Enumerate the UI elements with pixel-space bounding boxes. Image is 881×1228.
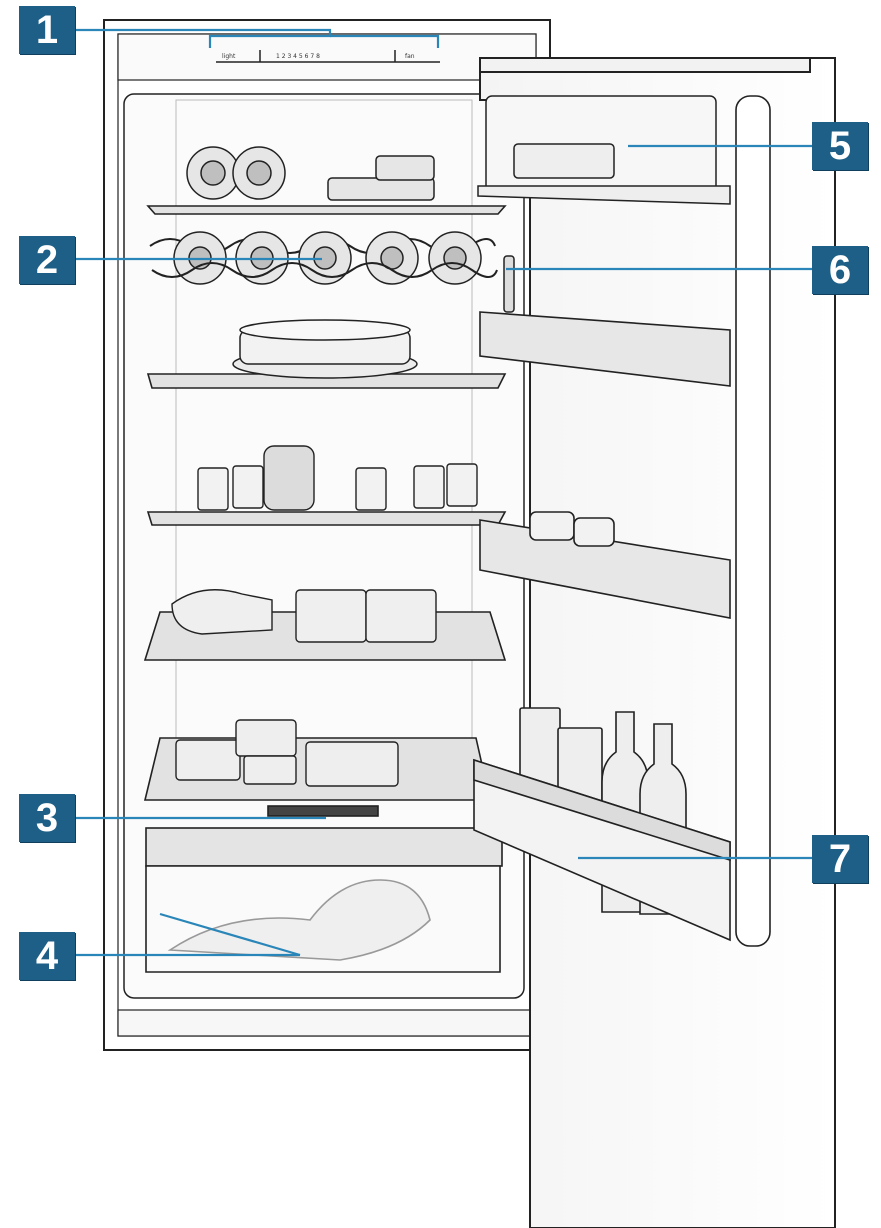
control-panel-scale: 1 2 3 4 5 6 7 8 — [276, 53, 320, 60]
callout-1: 1 — [19, 6, 75, 54]
shelf-3 — [146, 511, 507, 526]
door-bottle-shelf — [473, 707, 731, 942]
door-light — [503, 255, 515, 313]
callout-6: 6 — [812, 246, 868, 294]
shelf-5-items — [175, 719, 399, 787]
leader-line-4b — [159, 912, 301, 957]
callout-4: 4 — [19, 932, 75, 980]
control-panel-light-label: light — [222, 53, 236, 60]
fridge-door — [479, 57, 836, 1228]
shelf-4-items — [171, 589, 437, 643]
shelf-top — [146, 205, 507, 215]
shelf-3-items — [197, 445, 478, 511]
door-butter-compartment — [477, 95, 731, 205]
control-panel-fan-label: fan — [405, 53, 415, 60]
door-shelves — [479, 311, 731, 619]
cake-container — [232, 319, 418, 379]
leader-lines — [76, 28, 812, 957]
control-panel: light 1 2 3 4 5 6 7 8 fan — [216, 50, 440, 63]
drawer-handle — [267, 805, 379, 817]
callout-3: 3 — [19, 794, 75, 842]
vegetable-drawer — [145, 805, 503, 973]
leader-line-1b — [330, 34, 440, 48]
top-shelf-items — [186, 146, 435, 201]
callout-7: 7 — [812, 835, 868, 883]
callout-2: 2 — [19, 236, 75, 284]
callout-5: 5 — [812, 122, 868, 170]
